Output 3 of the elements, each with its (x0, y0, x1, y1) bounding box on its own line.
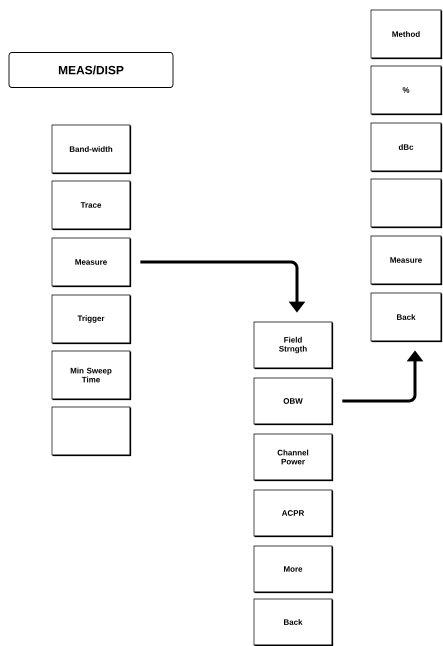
blank-soft-key (52, 406, 132, 456)
menu-key: MEAS/DISP (8, 52, 174, 88)
blank-soft-key (370, 178, 442, 228)
